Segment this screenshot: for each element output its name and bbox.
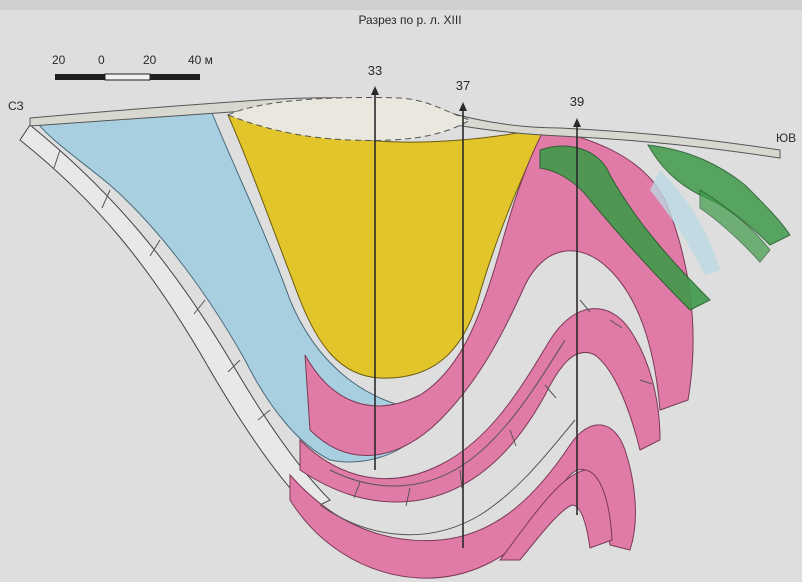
scale-label-1: 20 <box>52 53 66 67</box>
borehole-37-label: 37 <box>456 78 470 93</box>
scale-bar-seg-2 <box>104 73 151 81</box>
fold-hatching <box>319 299 653 536</box>
blue-layer <box>34 107 441 463</box>
nw-contact-hatching <box>53 149 271 421</box>
borehole-33: 33 <box>368 63 382 470</box>
borehole-39-label: 39 <box>570 94 584 109</box>
pink-layer-middle <box>299 308 661 503</box>
borehole-33-marker <box>371 86 379 95</box>
direction-right-label: ЮВ <box>776 131 796 145</box>
yellow-cover-lens <box>226 97 472 141</box>
scale-label-4: 40 м <box>188 53 213 67</box>
scale-label-3: 20 <box>143 53 157 67</box>
top-edge-strip <box>0 0 802 10</box>
green-layer-1 <box>539 145 711 311</box>
scale-bar-seg-3 <box>150 74 200 80</box>
pink-layer-lower <box>289 424 636 579</box>
borehole-39-marker <box>573 118 581 127</box>
yellow-layer <box>227 114 546 379</box>
borehole-33-label: 33 <box>368 63 382 78</box>
scale-label-2: 0 <box>98 53 105 67</box>
scale-bar: 20 0 20 40 м <box>52 53 213 81</box>
direction-left-label: СЗ <box>8 99 24 113</box>
light-blue-lens <box>650 170 720 275</box>
pink-layer-bottom <box>499 469 613 561</box>
borehole-37: 37 <box>456 78 470 548</box>
section-title: Разрез по р. л. XIII <box>358 13 461 27</box>
scale-bar-seg-1 <box>55 74 105 80</box>
borehole-39: 39 <box>570 94 584 515</box>
green-layer-3 <box>699 189 771 263</box>
green-layer-2 <box>647 144 791 246</box>
borehole-37-marker <box>459 102 467 111</box>
